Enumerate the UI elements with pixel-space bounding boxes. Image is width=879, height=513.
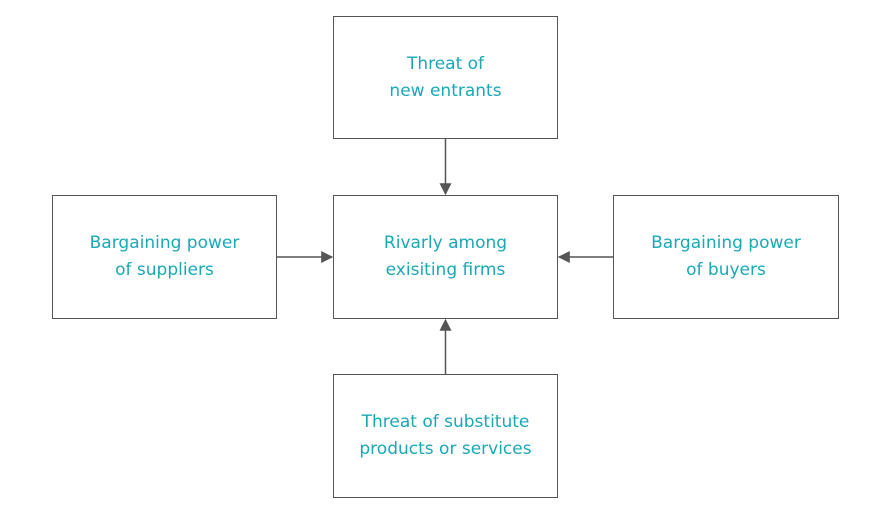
supplier-power-box: Bargaining power of suppliers <box>52 195 277 319</box>
threat-of-new-entrants-box: Threat of new entrants <box>333 16 558 139</box>
label-line: exisiting firms <box>385 260 506 280</box>
buyer-power-box: Bargaining power of buyers <box>613 195 839 319</box>
buyer-power-label: Bargaining power of buyers <box>651 230 801 284</box>
threat-of-substitutes-label: Threat of substitute products or service… <box>359 409 531 463</box>
label-line: Bargaining power <box>89 233 240 253</box>
label-line: of buyers <box>686 260 766 280</box>
label-line: Rivarly among <box>383 233 508 253</box>
competitive-rivalry-box: Rivarly among exisiting firms <box>333 195 558 319</box>
supplier-power-label: Bargaining power of suppliers <box>90 230 240 284</box>
label-line: Threat of substitute <box>361 412 530 432</box>
threat-of-substitutes-box: Threat of substitute products or service… <box>333 374 558 498</box>
label-line: products or services <box>359 439 532 459</box>
label-line: of suppliers <box>115 260 214 280</box>
label-line: new entrants <box>389 80 502 101</box>
label-line: Threat of <box>406 53 485 74</box>
competitive-rivalry-label: Rivarly among exisiting firms <box>384 230 507 284</box>
label-line: Bargaining power <box>651 233 801 253</box>
threat-of-new-entrants-label: Threat of new entrants <box>389 51 501 105</box>
